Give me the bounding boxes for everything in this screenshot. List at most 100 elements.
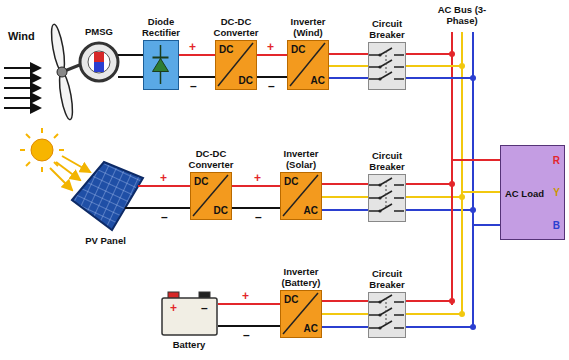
wire	[218, 303, 280, 305]
wind-arrow	[4, 107, 40, 109]
switch-contact	[378, 209, 381, 212]
sun-ray	[41, 128, 43, 133]
divider-diagonal	[290, 43, 325, 86]
part-name: Inverter (Wind)	[282, 16, 334, 38]
switch-lead	[369, 197, 380, 199]
wire	[218, 325, 280, 327]
rectifier-box: Diode Rectifier	[143, 40, 179, 90]
diode-bar	[153, 57, 169, 59]
wind-arrow	[4, 87, 40, 89]
box-symbol	[144, 41, 177, 88]
switch-lead	[394, 184, 404, 186]
port-type: AC	[304, 205, 318, 216]
part-name: Battery	[164, 339, 214, 350]
part-name: Circuit Breaker	[363, 268, 411, 290]
polarity-sign: +	[254, 172, 261, 184]
wire-bundle	[406, 160, 500, 330]
inverter-box: Inverter (Battery)DCAC	[280, 290, 322, 338]
box-symbol	[369, 293, 404, 336]
switch-lead	[369, 301, 380, 303]
wire-bundle	[218, 304, 280, 326]
part-name: PV Panel	[76, 235, 136, 246]
generator: PMSG	[80, 40, 118, 84]
switch-contact	[378, 300, 381, 303]
switch-lead	[369, 327, 380, 329]
wire	[118, 76, 143, 78]
load-name: AC Load	[505, 187, 544, 198]
sun-ray	[26, 162, 30, 166]
port-type: DC	[291, 44, 305, 55]
pv-panel: PV Panel	[68, 160, 143, 232]
gang-link	[386, 181, 387, 207]
wire-bundle	[118, 55, 143, 77]
turbine-hub	[57, 67, 67, 77]
switch-contact	[378, 183, 381, 186]
bus-label: AC Bus (3-Phase)	[431, 4, 493, 26]
switch-lead	[369, 66, 380, 68]
polarity-sign: +	[242, 290, 249, 302]
generator-rotor	[88, 51, 110, 73]
wire	[232, 207, 280, 209]
wire-bundle	[329, 54, 368, 78]
wire	[118, 54, 143, 56]
polarity-sign: –	[161, 211, 168, 223]
sun-rays	[20, 128, 64, 172]
gang-link	[386, 298, 387, 324]
switch-contact	[378, 65, 381, 68]
wire	[322, 209, 368, 211]
port-type: AC	[311, 75, 325, 86]
polarity-sign: +	[189, 41, 196, 53]
part-name: Inverter (Battery)	[275, 266, 327, 288]
sun	[31, 139, 53, 161]
switch-lead	[394, 54, 404, 56]
breaker-box: Circuit Breaker	[368, 42, 406, 90]
sun-ray	[54, 134, 58, 138]
battery: Battery	[160, 290, 218, 336]
switch-contact	[378, 77, 381, 80]
wire	[179, 76, 215, 78]
wire	[322, 196, 368, 198]
part-name: DC-DC Converter	[206, 16, 266, 38]
wire	[179, 54, 215, 56]
junction-dot	[449, 51, 455, 57]
switch-lead	[394, 197, 404, 199]
divider-diagonal	[218, 43, 253, 86]
wire	[232, 185, 280, 187]
divider-diagonal	[283, 293, 318, 334]
inverter-box: Inverter (Wind)DCAC	[287, 40, 329, 90]
wind-arrow	[4, 67, 40, 69]
switch-lead	[394, 210, 404, 212]
junction-dot	[459, 311, 465, 317]
junction-dot	[449, 298, 455, 304]
magnet-south	[94, 62, 104, 72]
breaker-box: Circuit Breaker	[368, 174, 406, 222]
wire-bundle	[143, 186, 190, 208]
wire	[406, 225, 500, 327]
polarity-sign: –	[255, 211, 262, 223]
sun-ray	[20, 149, 25, 151]
phase-letter: B	[553, 220, 560, 231]
wire	[322, 300, 368, 302]
inverter-box: Inverter (Solar)DCAC	[280, 172, 322, 220]
wind-arrow	[4, 97, 40, 99]
junction-dot	[459, 63, 465, 69]
wire	[257, 54, 287, 56]
switch-lead	[369, 210, 380, 212]
port-type: DC	[194, 176, 208, 187]
polarity-sign: –	[268, 80, 275, 92]
switch-contact	[378, 196, 381, 199]
converter-box: DC-DC ConverterDCDC	[215, 40, 257, 90]
switch-lead	[369, 54, 380, 56]
diode-symbol	[153, 59, 169, 72]
switch-lead	[369, 314, 380, 316]
wire	[322, 326, 368, 328]
junction-dot	[470, 324, 476, 330]
switch-symbol	[369, 72, 404, 81]
wire-bundle	[179, 55, 215, 77]
port-type: DC	[284, 176, 298, 187]
wind-arrow	[4, 77, 40, 79]
breaker-box: Circuit Breaker	[368, 292, 406, 338]
polarity-sign: –	[190, 80, 197, 92]
switch-lead	[394, 66, 404, 68]
sun-ray	[59, 149, 64, 151]
